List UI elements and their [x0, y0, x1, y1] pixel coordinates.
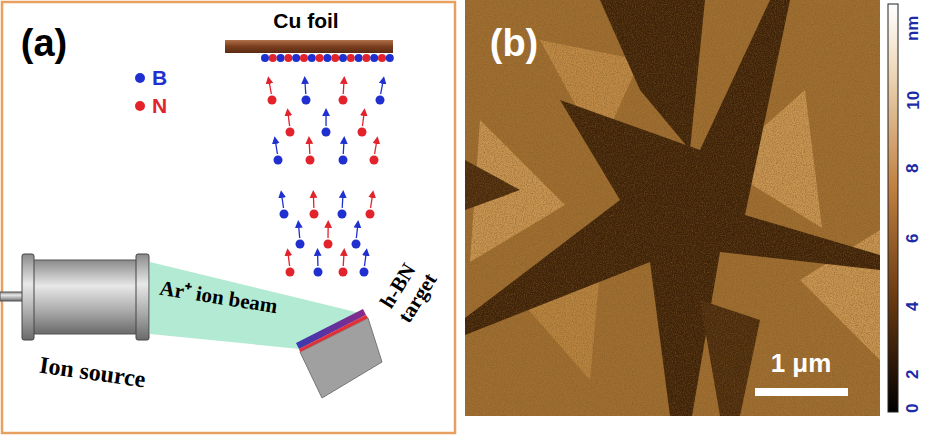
cu-foil [225, 40, 393, 53]
motion-arrow [275, 140, 277, 154]
panel-letter: (b) [490, 23, 539, 65]
tick-label: 8 [905, 163, 924, 172]
legend-text: N [152, 94, 167, 117]
deposited-layer [261, 54, 394, 62]
surface-atom [323, 54, 331, 62]
surface-atom [308, 54, 316, 62]
surface-atom [277, 54, 285, 62]
surface-atom [292, 54, 300, 62]
unit-label: nm [905, 15, 924, 41]
n-atom [366, 210, 375, 219]
target-layer [296, 309, 366, 349]
target-layer [299, 315, 368, 352]
tick-label: 0 [905, 403, 924, 412]
n-atom [370, 156, 379, 165]
motion-arrow [371, 194, 373, 208]
ion-source [0, 254, 149, 340]
surface-atom [339, 54, 347, 62]
color-bar [888, 4, 898, 412]
motion-arrow [343, 252, 345, 266]
surface-atom [316, 54, 324, 62]
part-label: Cu foil [273, 9, 338, 32]
surface-atom [284, 54, 292, 62]
surface-atom [378, 54, 386, 62]
b-atom [360, 268, 369, 277]
b-atom [280, 210, 289, 219]
atom-stream [268, 80, 385, 277]
motion-arrow [343, 80, 345, 94]
motion-arrow [362, 112, 364, 126]
afm-gap [465, 0, 880, 416]
n-atom [358, 128, 367, 137]
surface-atom [386, 54, 394, 62]
motion-arrow [343, 140, 345, 154]
b-atom [376, 96, 385, 105]
motion-arrow [375, 140, 377, 154]
b-atom [314, 268, 323, 277]
afm-image [465, 0, 880, 416]
motion-arrow [288, 252, 290, 266]
scale-label: 1 μm [771, 349, 832, 378]
surface-atom [355, 54, 363, 62]
b-atom [296, 240, 305, 249]
b-atom [322, 128, 331, 137]
b-atom [338, 210, 347, 219]
legend-swatch [135, 73, 145, 83]
scale-bar [755, 388, 848, 396]
b-atom [339, 156, 348, 165]
b-atom [352, 240, 361, 249]
motion-arrow [304, 80, 306, 94]
motion-arrow [282, 194, 284, 208]
panel-frame [2, 2, 455, 433]
tick-label: 4 [905, 301, 924, 310]
b-atom [302, 96, 311, 105]
motion-arrow [269, 80, 272, 94]
motion-arrow [288, 112, 290, 126]
n-atom [339, 96, 348, 105]
panel-letter: (a) [21, 23, 67, 65]
motion-arrow [325, 112, 326, 126]
n-atom [286, 128, 295, 137]
motion-arrow [364, 252, 366, 266]
motion-arrow [327, 224, 328, 238]
n-atom [286, 268, 295, 277]
legend-swatch [135, 101, 145, 111]
source-flange [136, 254, 149, 340]
motion-arrow [317, 252, 319, 266]
source-body [24, 260, 146, 334]
tick-label: 10 [905, 91, 924, 110]
surface-atom [347, 54, 355, 62]
surface-atom [370, 54, 378, 62]
n-atom [324, 240, 333, 249]
surface-atom [269, 54, 277, 62]
source-flange [22, 254, 34, 340]
afm-texture [465, 0, 880, 416]
b-atom [274, 156, 283, 165]
afm-ground [465, 0, 880, 416]
motion-arrow [308, 140, 310, 154]
motion-arrow [342, 194, 344, 208]
tick-label: 2 [905, 369, 924, 378]
source-rod [0, 292, 24, 301]
motion-arrow [299, 224, 300, 238]
target [296, 309, 382, 398]
n-atom [268, 96, 277, 105]
legend-text: B [152, 66, 167, 89]
tick-label: 6 [905, 233, 924, 242]
motion-arrow [381, 80, 384, 94]
surface-atom [261, 54, 269, 62]
surface-atom [300, 54, 308, 62]
motion-arrow [356, 224, 357, 238]
surface-atom [362, 54, 370, 62]
n-atom [310, 210, 319, 219]
surface-atom [331, 54, 339, 62]
n-atom [306, 156, 315, 165]
motion-arrow [313, 194, 315, 208]
n-atom [339, 268, 348, 277]
